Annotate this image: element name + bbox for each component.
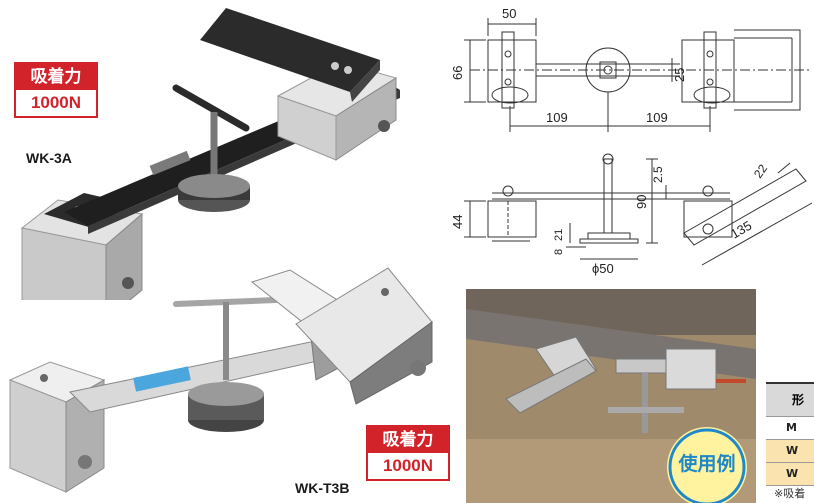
badge-label: 吸着力 <box>16 64 96 90</box>
table-row: W <box>766 440 814 463</box>
dim-21: 21 <box>553 229 565 241</box>
model-name-wk-t3b: WK-T3B <box>295 480 350 496</box>
dim-109-right: 109 <box>646 110 668 125</box>
top-view-drawing: 50 66 25 109 109 <box>450 6 812 132</box>
badge-label: 吸着力 <box>368 427 448 453</box>
usage-example-photo: 使用例 <box>466 289 756 503</box>
product-photo-wk-3a <box>20 8 400 300</box>
dim-phi50: ϕ50 <box>592 261 614 276</box>
table-row: W <box>766 463 814 486</box>
dim-109-left: 109 <box>546 110 568 125</box>
dim-22: 22 <box>751 161 770 180</box>
dim-90: 90 <box>634 195 649 209</box>
suction-force-badge-2: 吸着力 1000N <box>366 425 450 481</box>
dim-44: 44 <box>450 215 465 229</box>
spec-table-partial: 形 M W W ※吸着 <box>766 382 814 503</box>
dim-25: 25 <box>672 68 687 82</box>
dim-2-5: 2.5 <box>651 166 665 183</box>
suction-force-badge-1: 吸着力 1000N <box>14 62 98 118</box>
badge-value: 1000N <box>382 456 434 475</box>
dim-8: 8 <box>553 249 565 255</box>
product-photo-wk-t3b <box>8 267 433 493</box>
dim-50: 50 <box>502 6 516 21</box>
side-view-drawing: 44 21 8 ϕ50 90 2.5 22 135 <box>450 153 813 276</box>
dim-66: 66 <box>450 66 465 80</box>
table-note: ※吸着 <box>774 487 806 500</box>
usage-example-label: 使用例 <box>678 453 736 475</box>
table-header: 形 <box>766 382 814 417</box>
badge-value: 1000N <box>30 93 82 112</box>
table-row: M <box>766 417 814 440</box>
model-name-wk-3a: WK-3A <box>26 150 72 166</box>
